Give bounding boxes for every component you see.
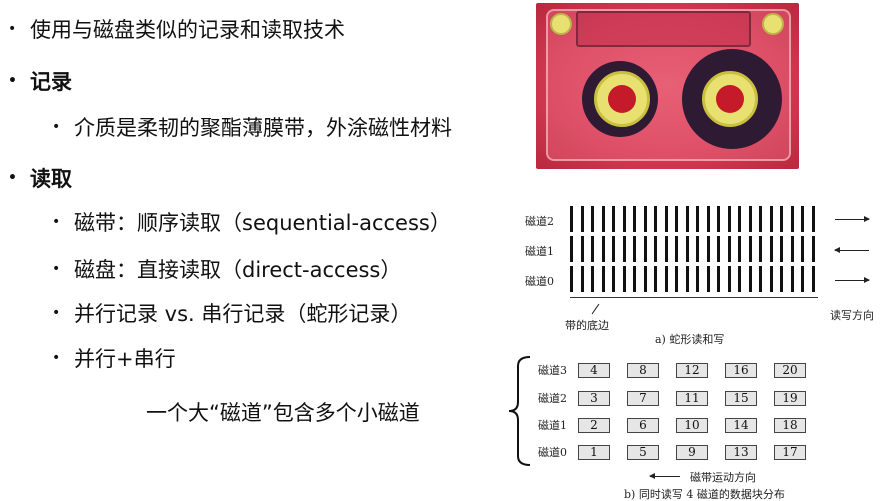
bullet-dot-icon: • (52, 305, 61, 321)
bullet-text: 并行+串行 (74, 347, 176, 371)
track-label: 磁道3 (538, 364, 567, 377)
arrow-right-icon (835, 277, 870, 283)
cassette-label-window (576, 11, 751, 47)
diagram-a-caption: a) 蛇形读和写 (655, 333, 725, 346)
reel-hole-right (716, 85, 744, 113)
bullet-parallel-plus-serial: • 并行+串行 (52, 343, 176, 373)
curly-brace-icon (508, 356, 530, 466)
data-block: 15 (725, 390, 757, 406)
data-block: 16 (725, 362, 757, 378)
track-bars (570, 236, 815, 262)
bullet-medium: • 介质是柔韧的聚酯薄膜带，外涂磁性材料 (52, 112, 452, 142)
bullet-dot-icon: • (52, 119, 61, 135)
data-block: 3 (578, 390, 610, 406)
bullet-text: 磁盘：直接读取（direct-access） (74, 258, 402, 282)
edge-label: 带的底边 (565, 319, 609, 332)
bullet-reading: • 读取 (8, 163, 72, 193)
direction-label: 读写方向 (830, 309, 874, 322)
data-block: 8 (627, 362, 659, 378)
bullet-dot-icon: • (52, 214, 61, 230)
brace-annotation: 一个大“磁道”包含多个小磁道 (146, 401, 420, 425)
bullet-recording-technique: • 使用与磁盘类似的记录和读取技术 (8, 14, 345, 44)
serpentine-diagram: 磁道2 磁道1 磁道0 带的底边 读写方向 a) 蛇形读和写 (525, 200, 881, 350)
data-block: 18 (774, 417, 806, 433)
block-row-track1: 磁道1 2 6 10 14 18 (538, 417, 823, 433)
track-label: 磁道2 (538, 392, 567, 405)
cassette-screw-icon (550, 13, 572, 35)
reel-hole-left (608, 85, 636, 113)
bullet-dot-icon: • (52, 261, 61, 277)
data-block: 12 (676, 362, 708, 378)
arrow-right-icon (835, 216, 870, 222)
bullet-disk-direct: • 磁盘：直接读取（direct-access） (52, 254, 401, 284)
diagram-b-caption: b) 同时读写 4 磁道的数据块分布 (624, 488, 785, 501)
track-bars (570, 206, 815, 232)
data-block: 9 (676, 444, 708, 460)
block-row-track2: 磁道2 3 7 11 15 19 (538, 390, 823, 406)
pointer-arrow-icon (591, 303, 600, 315)
cassette-screw-icon (762, 13, 784, 35)
cassette-tape-photo (536, 3, 799, 169)
tape-bottom-edge (570, 297, 818, 298)
track-label: 磁道2 (525, 215, 554, 228)
bullet-tape-sequential: • 磁带：顺序读取（sequential-access） (52, 207, 451, 237)
data-block: 1 (578, 444, 610, 460)
bullet-text: 并行记录 vs. 串行记录（蛇形记录） (74, 302, 412, 326)
bullet-text: 磁带：顺序读取（sequential-access） (74, 211, 451, 235)
arrow-left-icon (834, 247, 869, 253)
data-block: 5 (627, 444, 659, 460)
track-label: 磁道0 (525, 275, 554, 288)
data-block: 2 (578, 417, 610, 433)
data-block: 11 (676, 390, 708, 406)
arrow-left-icon (649, 473, 680, 479)
motion-label: 磁带运动方向 (690, 471, 756, 484)
data-block: 19 (774, 390, 806, 406)
bullet-dot-icon: • (8, 170, 17, 186)
data-block: 17 (774, 444, 806, 460)
bullet-text: 读取 (30, 167, 72, 191)
bullet-recording: • 记录 (8, 66, 72, 96)
parallel-blocks-diagram: 磁道3 4 8 12 16 20 磁道2 3 7 11 15 19 磁道1 2 … (500, 352, 881, 501)
track-label: 磁道1 (538, 419, 567, 432)
data-block: 6 (627, 417, 659, 433)
data-block: 7 (627, 390, 659, 406)
track-bars (570, 266, 815, 292)
data-block: 4 (578, 362, 610, 378)
bullet-dot-icon: • (8, 21, 17, 37)
data-block: 14 (725, 417, 757, 433)
bullet-dot-icon: • (8, 73, 17, 89)
block-row-track3: 磁道3 4 8 12 16 20 (538, 362, 823, 378)
bullet-parallel-vs-serial: • 并行记录 vs. 串行记录（蛇形记录） (52, 298, 411, 328)
bullet-text: 记录 (30, 70, 72, 94)
bullet-text: 介质是柔韧的聚酯薄膜带，外涂磁性材料 (74, 116, 452, 140)
track-label: 磁道0 (538, 446, 567, 459)
bullet-text: 使用与磁盘类似的记录和读取技术 (30, 18, 345, 42)
track-label: 磁道1 (525, 245, 554, 258)
data-block: 13 (725, 444, 757, 460)
block-row-track0: 磁道0 1 5 9 13 17 (538, 444, 823, 460)
bullet-dot-icon: • (52, 350, 61, 366)
data-block: 10 (676, 417, 708, 433)
data-block: 20 (774, 362, 806, 378)
